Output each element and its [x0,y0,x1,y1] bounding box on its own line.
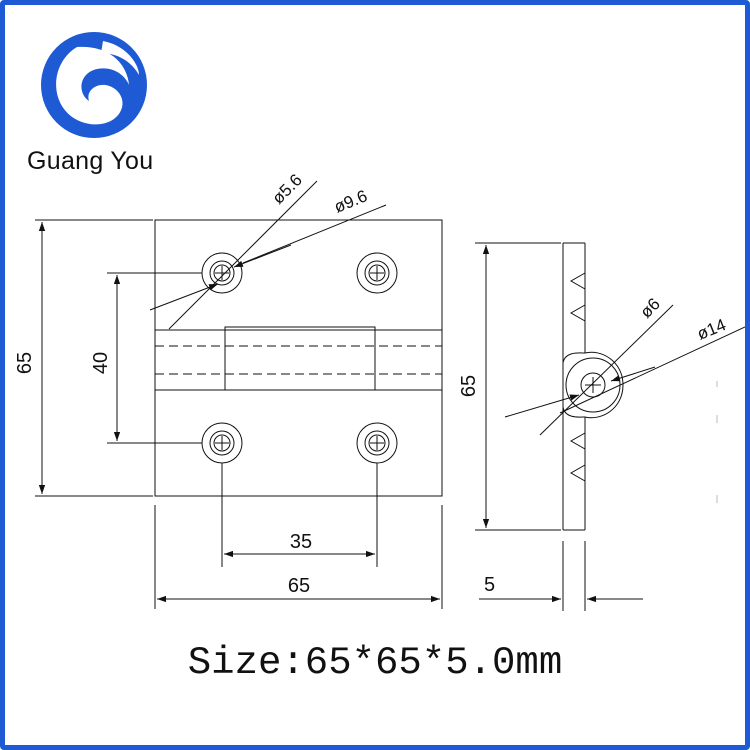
side-height-label: 65 [458,375,480,397]
side-view [562,242,624,531]
front-width-label: 65 [288,575,310,597]
side-thickness-label: 5 [484,574,495,596]
knuckle-center-raise [224,326,376,330]
knuckle-diameter-label: ø14 [694,315,728,344]
countersink-diameter-label: ø9.6 [331,186,370,216]
hole-top-right-icon [356,252,398,294]
front-hole-spacing-horizontal-label: 35 [290,531,312,553]
upper-leaf-outline [154,219,443,330]
side-dimensions [475,242,745,611]
front-hole-spacing-vertical-label: 40 [90,352,112,374]
hole-diameter-label: ø5.6 [268,170,305,207]
front-dimensions [35,180,443,609]
front-height-label: 65 [14,352,36,374]
front-view [154,219,443,497]
size-caption: Size:65*65*5.0mm [187,641,563,685]
knuckle-band [154,329,443,391]
technical-drawing: 65 40 35 65 ø5.6 ø9.6 65 5 ø6 ø14 [14,32,745,611]
brand-logo-icon [41,32,147,138]
pin-hole-icon [580,372,606,398]
brand-name: Guang You [27,147,154,175]
